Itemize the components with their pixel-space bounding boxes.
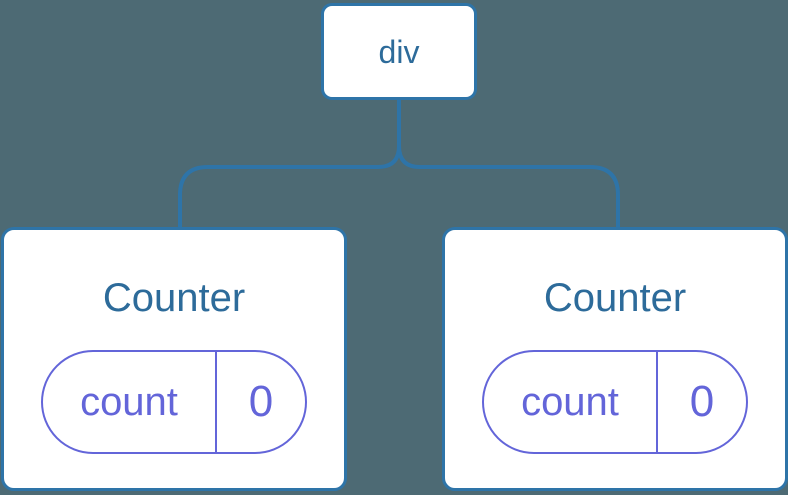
connector-left-branch (178, 100, 401, 227)
counter-card-right: Counter count 0 (442, 227, 788, 491)
counter-card-left: Counter count 0 (1, 227, 347, 491)
root-node-div: div (321, 3, 477, 100)
state-pill: count 0 (482, 350, 748, 454)
state-name: count (43, 352, 217, 452)
root-node-label: div (378, 33, 420, 70)
component-title: Counter (543, 276, 687, 320)
state-name: count (484, 352, 658, 452)
state-value: 0 (689, 377, 715, 426)
state-pill: count 0 (41, 350, 307, 454)
connector-right-branch (397, 100, 620, 227)
component-title: Counter (102, 276, 246, 320)
state-value: 0 (248, 377, 274, 426)
